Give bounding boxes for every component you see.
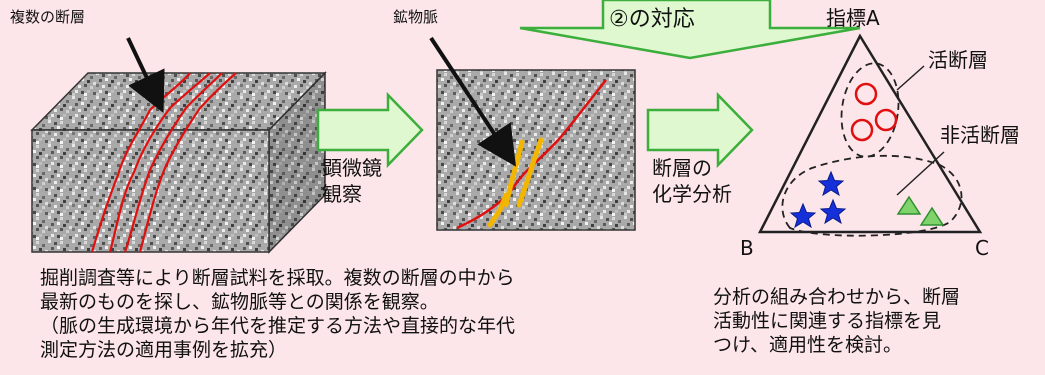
label-inactive-fault: 非活断層	[940, 123, 1020, 147]
correspondence-arrow	[519, 0, 861, 60]
label-mineral-vein: 鉱物脈	[393, 8, 439, 26]
label-multiple-faults: 複数の断層	[10, 8, 86, 26]
label-chem-1: 断層の	[652, 156, 712, 180]
paragraph-left: 掘削調査等により断層試料を採取。複数の断層の中から 最新のものを探し、鉱物脈等と…	[40, 266, 515, 362]
arrow-to-analysis	[646, 91, 754, 169]
triangle-markers	[896, 195, 945, 226]
label-active-fault: 活断層	[928, 48, 988, 72]
pointer-arrow-faults	[126, 37, 165, 114]
star-markers	[789, 170, 847, 229]
paragraph-left-line: 掘削調査等により断層試料を採取。複数の断層の中から	[40, 267, 515, 289]
paragraph-right-line: 分析の組み合わせから、断層	[713, 286, 961, 308]
label-chem-2: 化学分析	[652, 182, 732, 206]
leader-active	[896, 65, 925, 91]
leader-inactive	[896, 151, 945, 196]
paragraph-right: 分析の組み合わせから、断層 活動性に関連する指標を見 つけ、適用性を検討。	[713, 285, 960, 357]
paragraph-right-line: つけ、適用性を検討。	[713, 334, 903, 356]
paragraph-right-line: 活動性に関連する指標を見	[713, 310, 942, 332]
rock-block	[30, 71, 327, 254]
paragraph-left-line: （脈の生成環境から年代を推定する方法や直接的な年代	[40, 315, 516, 337]
inactive-fault-region	[781, 154, 963, 237]
label-vertex-c: C	[975, 236, 989, 260]
label-index-a: 指標A	[826, 6, 880, 30]
label-vertex-b: B	[740, 236, 754, 260]
paragraph-left-line: 最新のものを探し、鉱物脈等との関係を観察。	[40, 291, 439, 313]
active-fault-region	[840, 62, 900, 158]
label-microscope-1: 顕微鏡	[322, 156, 382, 180]
label-correspondence: ②の対応	[609, 7, 695, 32]
pointer-arrow-vein	[429, 36, 517, 167]
arrow-to-microscope	[316, 91, 424, 169]
fault-lines	[90, 72, 237, 253]
label-microscope-2: 観察	[322, 182, 362, 206]
paragraph-left-line: 測定方法の適用事例を拡充）	[40, 339, 288, 361]
ternary-triangle	[757, 33, 983, 234]
circle-markers	[850, 82, 898, 142]
